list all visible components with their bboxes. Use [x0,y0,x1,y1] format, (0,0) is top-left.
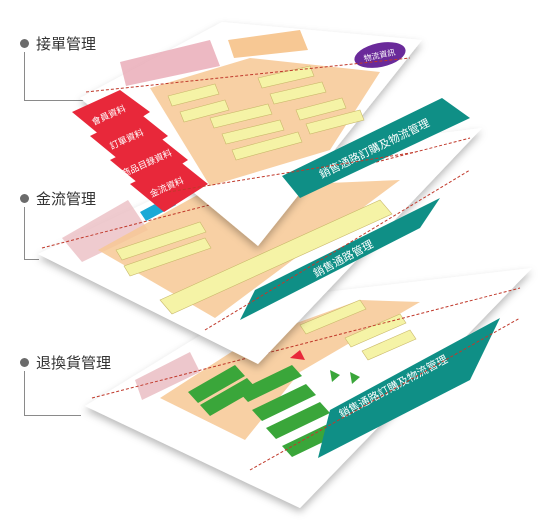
leader-line-return [24,371,81,416]
bullet-icon [20,358,29,367]
bullet-icon [20,39,29,48]
bullet-icon [20,194,29,203]
up-arrow-icon [290,350,305,360]
data-store-stack: 會員資料 訂單資料 商品目錄資料 金流資料 [72,90,208,212]
section-title: 退換貨管理 [36,354,112,372]
leader-line-order [24,52,85,101]
section-title: 金流管理 [36,190,97,208]
down-arrow-icon [350,372,360,384]
leader-line-payment [24,207,39,260]
section-label-payment: 金流管理 [20,188,96,209]
payment-layer: 銷售通路管理 [38,128,482,364]
return-layer: 銷售通路訂購及物流管理 [85,268,532,508]
section-title: 接單管理 [36,35,97,53]
down-arrow-icon [330,370,340,382]
green-bars [188,365,346,457]
section-label-return: 退換貨管理 [20,352,111,373]
section-label-order: 接單管理 [20,33,96,54]
